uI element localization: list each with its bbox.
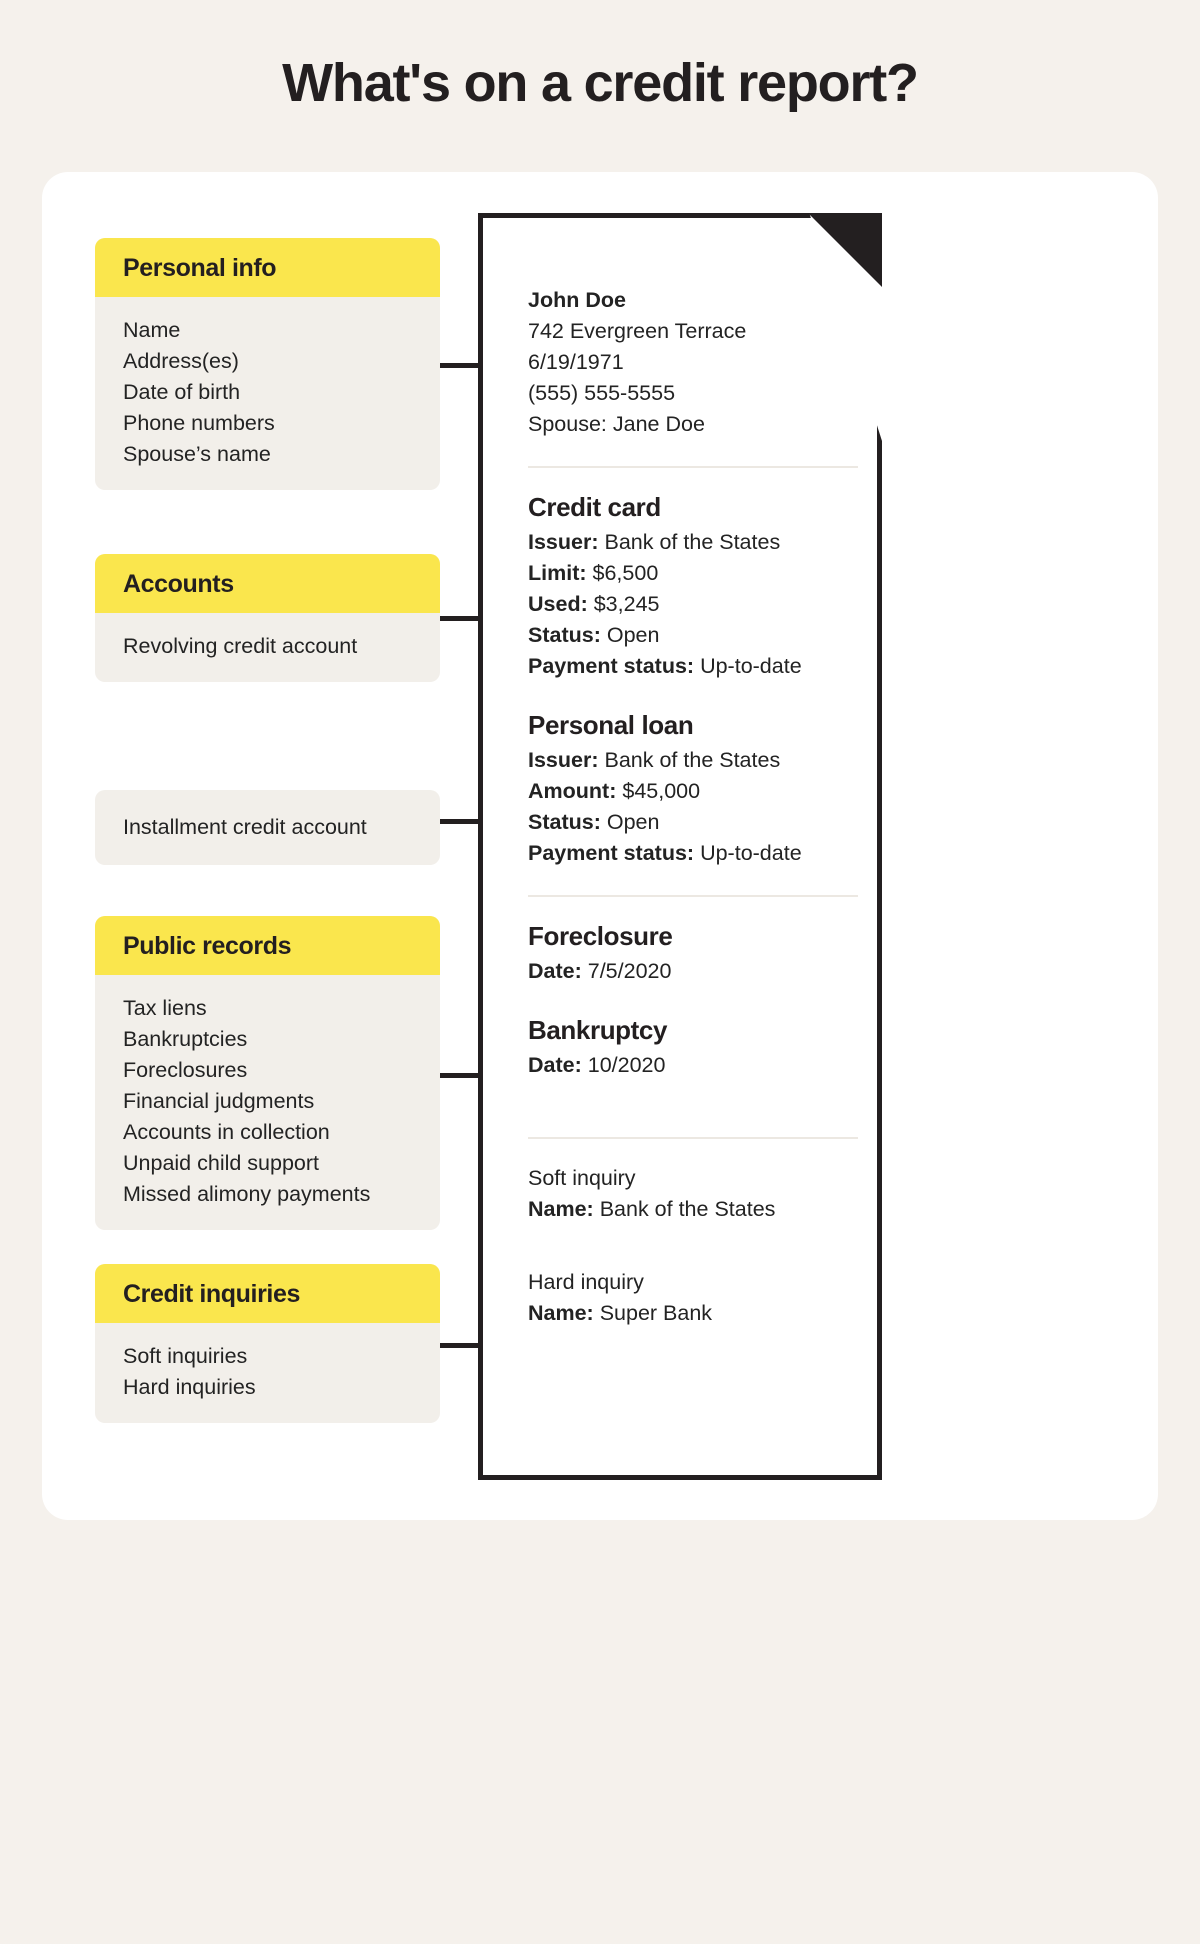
installment-account-box: Installment credit account xyxy=(95,790,440,865)
personal-loan-issuer: Issuer: Bank of the States xyxy=(528,745,858,776)
list-item: Bankruptcies xyxy=(123,1027,248,1051)
credit-card-used-label: Used: xyxy=(528,592,588,616)
credit-inquiries-list: Soft inquiries Hard inquiries xyxy=(95,1323,440,1423)
spacer xyxy=(528,1225,858,1267)
connector-credit-inquiries xyxy=(440,1343,496,1348)
personal-info-list: Name Address(es) Date of birth Phone num… xyxy=(95,297,440,490)
connector-installment xyxy=(440,819,496,824)
list-item: Name xyxy=(123,318,181,342)
credit-inquiries-header: Credit inquiries xyxy=(95,1264,440,1323)
personal-loan-amount-value: $45,000 xyxy=(622,779,701,803)
connector-accounts xyxy=(440,616,496,621)
public-records-list: Tax liens Bankruptcies Foreclosures Fina… xyxy=(95,975,440,1230)
report-person-name: John Doe xyxy=(528,288,626,312)
hard-inquiry-name-value: Super Bank xyxy=(599,1301,713,1325)
section-divider xyxy=(528,895,858,897)
credit-card-payment-value: Up-to-date xyxy=(700,654,802,678)
foreclosure-date: Date: 7/5/2020 xyxy=(528,956,858,987)
bankruptcy-date: Date: 10/2020 xyxy=(528,1050,858,1081)
spacer xyxy=(528,682,858,710)
soft-inquiry-name: Name: Bank of the States xyxy=(528,1194,858,1225)
personal-loan-heading: Personal loan xyxy=(528,710,694,740)
credit-card-issuer-label: Issuer: xyxy=(528,530,599,554)
soft-inquiry-type: Soft inquiry xyxy=(528,1166,636,1190)
credit-card-limit: Limit: $6,500 xyxy=(528,558,858,589)
list-item: Hard inquiries xyxy=(123,1375,256,1399)
connector-personal-info xyxy=(440,363,496,368)
personal-loan-status: Status: Open xyxy=(528,807,858,838)
credit-card-payment-label: Payment status: xyxy=(528,654,695,678)
list-item: Phone numbers xyxy=(123,411,275,435)
bankruptcy-date-value: 10/2020 xyxy=(587,1053,666,1077)
section-divider xyxy=(528,1137,858,1139)
document-content: John Doe 742 Evergreen Terrace 6/19/1971… xyxy=(528,285,858,1329)
report-person-phone: (555) 555-5555 xyxy=(528,381,676,405)
credit-card-used: Used: $3,245 xyxy=(528,589,858,620)
soft-inquiry-name-value: Bank of the States xyxy=(599,1197,776,1221)
list-item: Spouse’s name xyxy=(123,442,271,466)
credit-card-used-value: $3,245 xyxy=(593,592,660,616)
report-person-spouse: Spouse: Jane Doe xyxy=(528,412,705,436)
personal-loan-amount-label: Amount: xyxy=(528,779,617,803)
installment-list: Installment credit account xyxy=(95,790,440,865)
list-item: Date of birth xyxy=(123,380,241,404)
public-records-header: Public records xyxy=(95,916,440,975)
accounts-header: Accounts xyxy=(95,554,440,613)
personal-loan-issuer-label: Issuer: xyxy=(528,748,599,772)
personal-loan-status-value: Open xyxy=(606,810,660,834)
list-item: Foreclosures xyxy=(123,1058,248,1082)
credit-card-status-label: Status: xyxy=(528,623,601,647)
list-item: Unpaid child support xyxy=(123,1151,320,1175)
personal-loan-amount: Amount: $45,000 xyxy=(528,776,858,807)
spacer xyxy=(528,987,858,1015)
credit-card-limit-label: Limit: xyxy=(528,561,587,585)
credit-inquiries-box: Credit inquiries Soft inquiries Hard inq… xyxy=(95,1264,440,1423)
page-title: What's on a credit report? xyxy=(282,53,919,113)
credit-card-status: Status: Open xyxy=(528,620,858,651)
credit-card-issuer: Issuer: Bank of the States xyxy=(528,527,858,558)
credit-card-issuer-value: Bank of the States xyxy=(604,530,781,554)
list-item: Financial judgments xyxy=(123,1089,315,1113)
bankruptcy-heading: Bankruptcy xyxy=(528,1015,668,1045)
credit-card-limit-value: $6,500 xyxy=(592,561,659,585)
bankruptcy-date-label: Date: xyxy=(528,1053,582,1077)
document-outline xyxy=(478,213,882,1480)
soft-inquiry-name-label: Name: xyxy=(528,1197,594,1221)
list-item: Soft inquiries xyxy=(123,1344,248,1368)
accounts-list: Revolving credit account xyxy=(95,613,440,682)
foreclosure-date-value: 7/5/2020 xyxy=(587,959,672,983)
personal-loan-status-label: Status: xyxy=(528,810,601,834)
personal-info-header: Personal info xyxy=(95,238,440,297)
credit-report-document: John Doe 742 Evergreen Terrace 6/19/1971… xyxy=(478,213,882,1480)
foreclosure-heading: Foreclosure xyxy=(528,921,673,951)
personal-loan-payment-value: Up-to-date xyxy=(700,841,802,865)
section-divider xyxy=(528,466,858,468)
personal-loan-payment-status: Payment status: Up-to-date xyxy=(528,838,858,869)
hard-inquiry-type: Hard inquiry xyxy=(528,1270,644,1294)
personal-loan-payment-label: Payment status: xyxy=(528,841,695,865)
connector-public-records xyxy=(440,1073,496,1078)
hard-inquiry-name-label: Name: xyxy=(528,1301,594,1325)
list-item: Installment credit account xyxy=(123,815,367,839)
list-item: Tax liens xyxy=(123,996,207,1020)
report-person-dob: 6/19/1971 xyxy=(528,350,624,374)
list-item: Revolving credit account xyxy=(123,634,358,658)
credit-card-heading: Credit card xyxy=(528,492,661,522)
credit-card-payment-status: Payment status: Up-to-date xyxy=(528,651,858,682)
credit-card-status-value: Open xyxy=(606,623,660,647)
foreclosure-date-label: Date: xyxy=(528,959,582,983)
public-records-box: Public records Tax liens Bankruptcies Fo… xyxy=(95,916,440,1230)
personal-loan-issuer-value: Bank of the States xyxy=(604,748,781,772)
list-item: Missed alimony payments xyxy=(123,1182,371,1206)
list-item: Address(es) xyxy=(123,349,239,373)
personal-info-box: Personal info Name Address(es) Date of b… xyxy=(95,238,440,490)
accounts-box: Accounts Revolving credit account xyxy=(95,554,440,682)
list-item: Accounts in collection xyxy=(123,1120,330,1144)
report-person-address: 742 Evergreen Terrace xyxy=(528,319,747,343)
hard-inquiry-name: Name: Super Bank xyxy=(528,1298,858,1329)
